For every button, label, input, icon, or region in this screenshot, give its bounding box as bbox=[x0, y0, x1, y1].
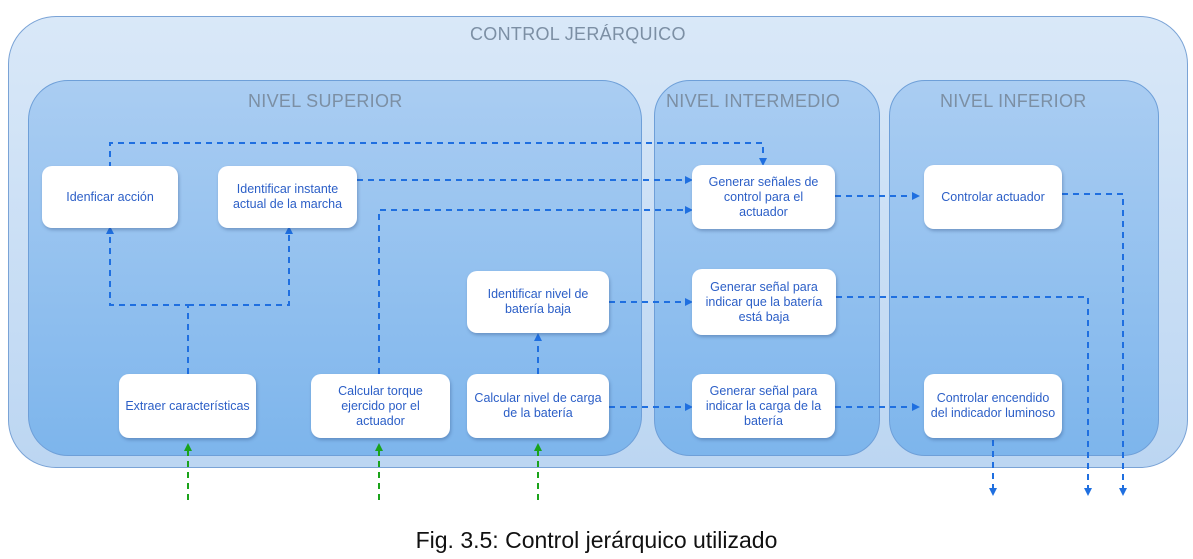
arrow-extraer-to-accion bbox=[106, 226, 189, 374]
arrow-accion-to-generar-control bbox=[109, 142, 767, 168]
figure-caption: Fig. 3.5: Control jerárquico utilizado bbox=[415, 527, 778, 553]
control-jerarquico-title: CONTROL JERÁRQUICO bbox=[470, 24, 686, 44]
node-identificar-instante: Identificar instante actual de la marcha bbox=[218, 166, 357, 228]
node-generar-senal-carga: Generar señal para indicar la carga de l… bbox=[692, 374, 835, 438]
node-extraer-caracteristicas: Extraer características bbox=[119, 374, 256, 438]
arrow-extraer-to-instante bbox=[188, 226, 293, 306]
node-calcular-carga: Calcular nivel de carga de la batería bbox=[467, 374, 609, 438]
node-controlar-actuador: Controlar actuador bbox=[924, 165, 1062, 229]
node-calcular-torque: Calcular torque ejercido por el actuador bbox=[311, 374, 450, 438]
nivel-superior-title: NIVEL SUPERIOR bbox=[248, 91, 403, 111]
nivel-intermedio-title: NIVEL INTERMEDIO bbox=[666, 91, 841, 111]
node-generar-senal-bateria-baja: Generar señal para indicar que la baterí… bbox=[692, 269, 836, 335]
node-generar-senales-control: Generar señales de control para el actua… bbox=[692, 165, 835, 229]
nivel-inferior-title: NIVEL INFERIOR bbox=[940, 91, 1087, 111]
node-identificar-accion: Idenficar acción bbox=[42, 166, 178, 228]
node-controlar-encendido: Controlar encendido del indicador lumino… bbox=[924, 374, 1062, 438]
arrow-actuador-output bbox=[1062, 193, 1127, 496]
node-identificar-bateria-baja: Identificar nivel de batería baja bbox=[467, 271, 609, 333]
